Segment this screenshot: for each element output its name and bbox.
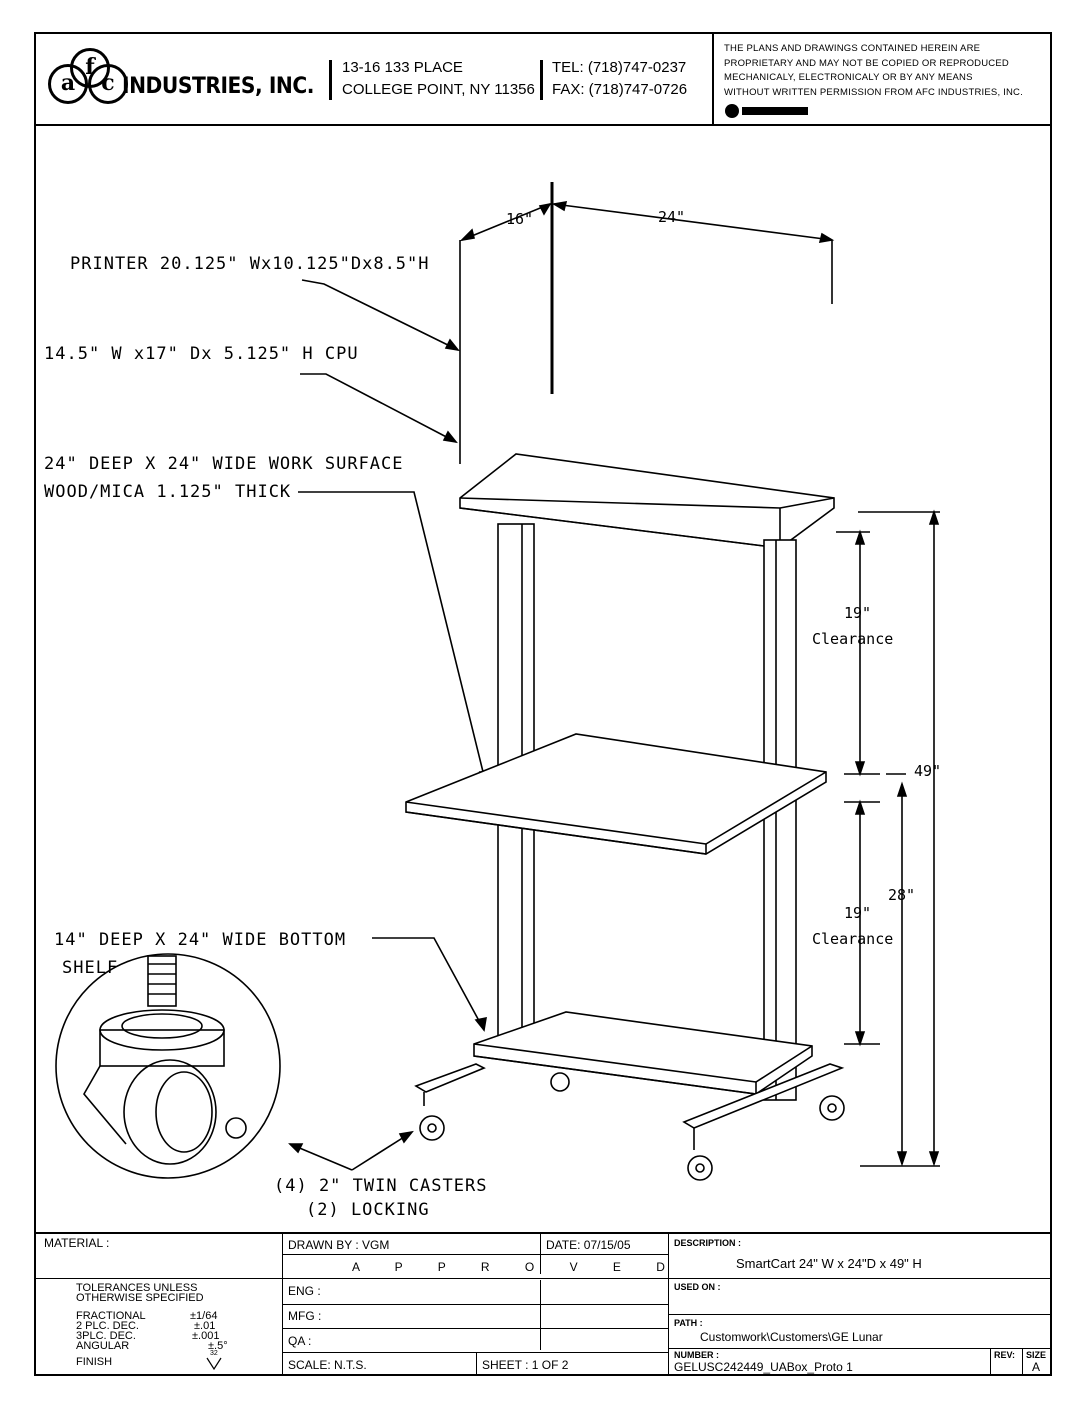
dim-mid-height: 28" [888,886,916,904]
number-label: NUMBER : [674,1350,719,1360]
fractional-label: FRACTIONAL [76,1310,146,1322]
legal-line: MECHANICALY, ELECTRONICALY OR BY ANY MEA… [724,72,973,83]
angular-label: ANGULAR [76,1340,130,1352]
legal-divider [712,34,714,124]
angular-value: ±.5° [208,1340,228,1352]
bottom-shelf-note-1: 14" DEEP X 24" WIDE BOTTOM [54,930,347,950]
size-label: SIZE [1026,1350,1047,1360]
address-line-1: 13-16 133 PLACE [342,59,463,76]
dim-clearance-lower-value: 19" [844,904,872,922]
approved-label: A P P R O V E D [352,1260,681,1274]
used-on-label: USED ON : [674,1282,721,1292]
fractional-value: ±1/64 [190,1310,218,1322]
sheet-value: SHEET : 1 OF 2 [482,1358,569,1372]
tolerances-line-1: TOLERANCES UNLESS [76,1282,198,1294]
dim-clearance-upper-value: 19" [844,604,872,622]
dim-depth-top: 16" [506,210,534,228]
bottom-shelf-note-2: SHELF [62,958,119,978]
finish-value: 32 [210,1350,218,1357]
header-divider [329,60,332,100]
header-divider [540,60,543,100]
work-surface-note-2: WOOD/MICA 1.125" THICK [44,482,292,502]
small-logo-icon [725,104,808,118]
plc3-label: 3PLC. DEC. [76,1330,136,1342]
mfg-label: MFG : [288,1309,322,1323]
eng-label: ENG : [288,1284,321,1298]
legal-line: WITHOUT WRITTEN PERMISSION FROM AFC INDU… [724,86,1023,98]
drawn-by: DRAWN BY : VGM [288,1238,390,1252]
size-value: A [1032,1360,1041,1374]
dim-clearance-lower-label: Clearance [812,930,894,948]
material-label: MATERIAL : [44,1236,110,1250]
casters-note-2: (2) LOCKING [306,1200,430,1220]
finish-label: FINISH [76,1356,113,1368]
qa-label: QA : [288,1334,312,1348]
tolerances-line-2: OTHERWISE SPECIFIED [76,1292,204,1304]
scale-value: SCALE: N.T.S. [288,1358,367,1372]
printer-note: PRINTER 20.125" Wx10.125"Dx8.5"H [70,254,430,274]
path-value: Customwork\Customers\GE Lunar [700,1330,883,1344]
header: a f c INDUSTRIES, INC. 13-16 133 PLACE C… [36,34,1050,126]
plc2-label: 2 PLC. DEC. [76,1320,139,1332]
address-line-2: COLLEGE POINT, NY 11356 [342,81,535,98]
cpu-note: 14.5" W x17" Dx 5.125" H CPU [44,344,359,364]
rev-label: REV: [994,1350,1016,1360]
company-name: INDUSTRIES, INC. [122,74,315,99]
drawing-date: DATE: 07/15/05 [546,1238,631,1252]
legal-line: PROPRIETARY AND MAY NOT BE COPIED OR REP… [724,57,1009,69]
description-value: SmartCart 24" W x 24"D x 49" H [736,1256,922,1271]
drawing-sheet: a f c INDUSTRIES, INC. 13-16 133 PLACE C… [34,32,1052,1376]
plc3-value: ±.001 [192,1330,220,1342]
legal-notice: THE PLANS AND DRAWINGS CONTAINED HEREIN … [724,42,1023,100]
number-value: GELUSC242449_UABox_Proto 1 [674,1360,853,1374]
finish-symbol-icon [206,1357,222,1370]
work-surface-note-1: 24" DEEP X 24" WIDE WORK SURFACE [44,454,404,474]
path-label: PATH : [674,1318,703,1328]
casters-note-1: (4) 2" TWIN CASTERS [274,1176,488,1196]
dim-overall-height: 49" [914,762,942,780]
dim-clearance-upper-label: Clearance [812,630,894,648]
plc2-value: ±.01 [194,1320,216,1332]
fax-number: FAX: (718)747-0726 [552,81,688,98]
dim-width-top: 24" [658,208,686,226]
description-label: DESCRIPTION : [674,1238,742,1248]
cart-drawing [55,182,940,1181]
logo-letter-c: c [88,64,128,104]
legal-line: THE PLANS AND DRAWINGS CONTAINED HEREIN … [724,43,981,54]
tel-number: TEL: (718)747-0237 [552,59,687,76]
title-block: MATERIAL : DRAWN BY : VGM DATE: 07/15/05… [36,1232,1050,1376]
